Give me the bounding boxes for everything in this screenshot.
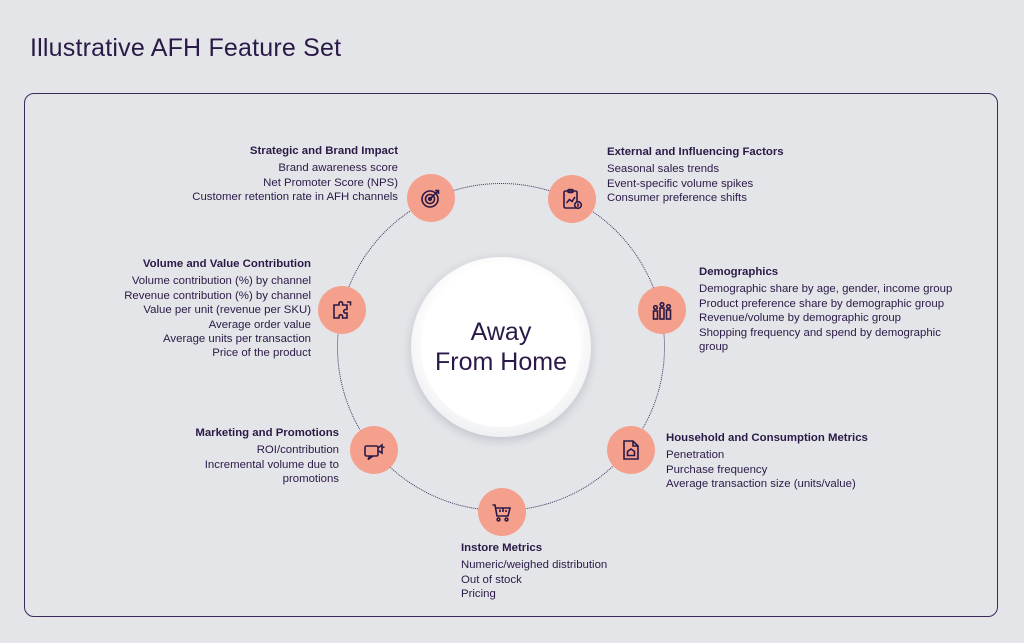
group-heading: Household and Consumption Metrics	[666, 432, 868, 444]
group-item: Demographic share by age, gender, income…	[699, 283, 953, 296]
group-item: Shopping frequency and spend by demograp…	[699, 326, 941, 339]
group-item: Purchase frequency	[666, 463, 768, 476]
group-item: promotions	[282, 473, 339, 486]
group-item: Out of stock	[461, 573, 522, 586]
house-document-icon	[623, 440, 639, 460]
group-item: Revenue/volume by demographic group	[699, 312, 901, 325]
node-strategic	[407, 174, 455, 222]
group-item: Revenue contribution (%) by channel	[124, 289, 311, 302]
group-item: ROI/contribution	[256, 444, 339, 457]
center-label: Away From Home	[421, 267, 581, 427]
node-instore	[478, 488, 526, 536]
group-strategic: Strategic and Brand Impact Brand awarene…	[98, 144, 398, 205]
group-item: group	[699, 341, 729, 354]
group-demographics: Demographics Demographic share by age, g…	[699, 265, 999, 354]
page-title: Illustrative AFH Feature Set	[30, 34, 342, 62]
group-heading: Volume and Value Contribution	[142, 258, 311, 270]
group-marketing: Marketing and Promotions ROI/contributio…	[119, 426, 339, 487]
node-external	[548, 175, 596, 223]
group-item: Penetration	[666, 449, 725, 462]
center-line-1: Away	[470, 318, 532, 346]
group-item: Volume contribution (%) by channel	[131, 275, 311, 288]
node-demographics	[638, 286, 686, 334]
group-item: Average units per transaction	[163, 333, 311, 346]
group-item: Customer retention rate in AFH channels	[192, 191, 398, 204]
diagram-frame	[24, 93, 998, 617]
group-item: Average transaction size (units/value)	[666, 478, 856, 491]
group-item: Numeric/weighed distribution	[461, 559, 608, 572]
group-external: External and Influencing Factors Seasona…	[607, 145, 907, 206]
group-item: Value per unit (revenue per SKU)	[143, 304, 311, 317]
clipboard-chart-icon	[563, 188, 583, 210]
node-volume	[318, 286, 366, 334]
group-item: Pricing	[461, 588, 496, 601]
puzzle-icon	[333, 300, 352, 319]
group-heading: Marketing and Promotions	[195, 427, 339, 439]
center-line-2: From Home	[435, 348, 567, 376]
group-item: Consumer preference shifts	[607, 192, 747, 205]
node-household	[607, 426, 655, 474]
group-heading: Instore Metrics	[461, 542, 543, 554]
group-item: Average order value	[208, 318, 311, 331]
target-icon	[421, 189, 440, 208]
cart-icon	[492, 504, 512, 522]
people-bars-icon	[652, 301, 672, 320]
group-heading: Demographics	[699, 266, 779, 278]
group-household: Household and Consumption Metrics Penetr…	[666, 431, 966, 492]
group-volume: Volume and Value Contribution Volume con…	[31, 257, 311, 361]
group-item: Incremental volume due to	[204, 458, 339, 471]
node-marketing	[350, 426, 398, 474]
group-item: Brand awareness score	[278, 162, 398, 175]
group-instore: Instore Metrics Numeric/weighed distribu…	[461, 541, 681, 602]
group-item: Price of the product	[212, 347, 311, 360]
group-heading: External and Influencing Factors	[607, 146, 784, 158]
group-item: Product preference share by demographic …	[699, 297, 945, 310]
group-item: Event-specific volume spikes	[607, 177, 754, 190]
group-item: Seasonal sales trends	[607, 163, 720, 176]
group-item: Net Promoter Score (NPS)	[263, 176, 398, 189]
group-heading: Strategic and Brand Impact	[249, 145, 398, 157]
megaphone-icon	[364, 443, 385, 461]
